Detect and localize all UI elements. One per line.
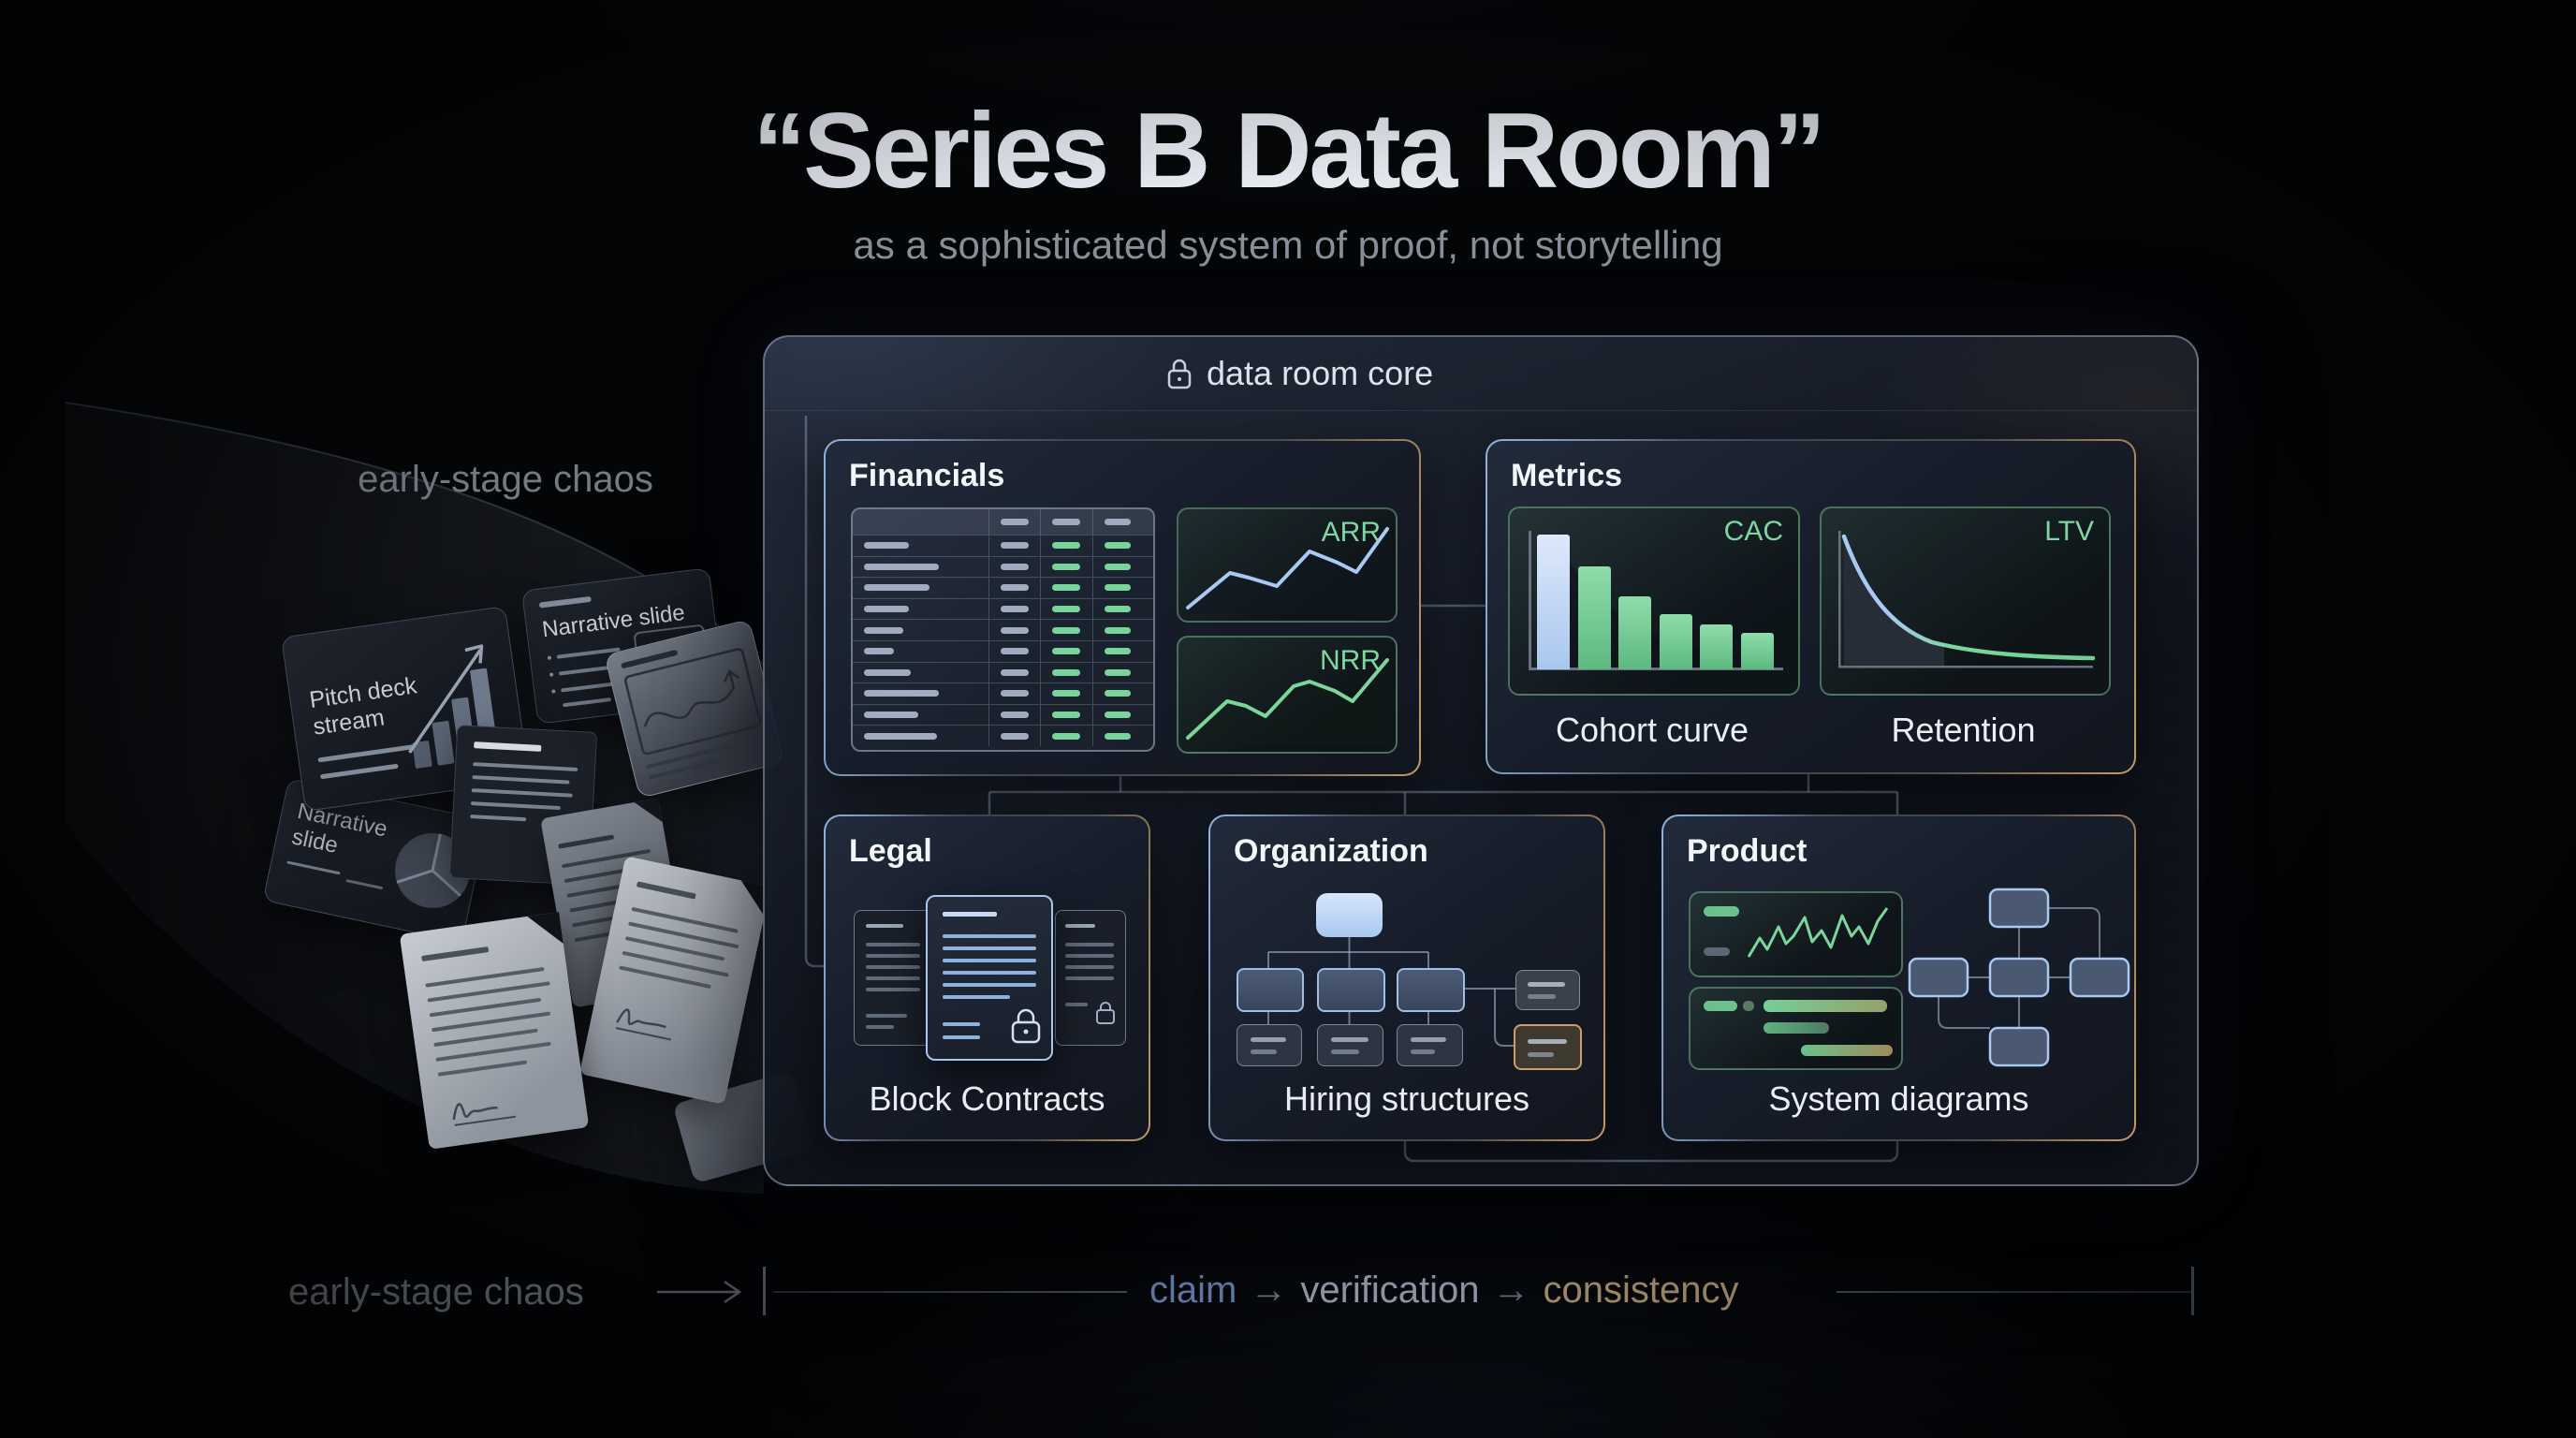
panel-header-divider (765, 410, 2197, 411)
wavy-chart-slide (604, 618, 785, 800)
product-caption: System diagrams (1768, 1079, 2029, 1118)
contract-doc-center (926, 895, 1053, 1061)
product-title: Product (1687, 833, 1808, 869)
timeline-tick-left (763, 1267, 766, 1315)
organization-title: Organization (1234, 833, 1428, 869)
timeline-step-claim: claim (1149, 1269, 1237, 1311)
system-flowchart (1908, 888, 2130, 1067)
timeline-line-right (1837, 1291, 2191, 1293)
cac-label: CAC (1723, 516, 1783, 547)
arr-chart-panel: ARR (1177, 507, 1398, 623)
arrow-right-icon (657, 1280, 742, 1304)
retention-caption: Retention (1891, 711, 2036, 749)
chaos-doc-signed-right (578, 856, 771, 1105)
wave-arrow-chart-icon (624, 648, 762, 756)
timeline-chaos-label: early-stage chaos (288, 1271, 584, 1313)
organization-card: Organization (1208, 814, 1605, 1141)
timeline-tick-right (2191, 1267, 2194, 1315)
timeline-step-verification: verification (1300, 1269, 1480, 1311)
contract-doc-right (1055, 910, 1126, 1046)
org-root-node (1316, 893, 1383, 937)
arr-label: ARR (1321, 517, 1381, 548)
ltv-decay-chart (1838, 531, 2096, 668)
legal-title: Legal (849, 833, 932, 869)
financials-title: Financials (849, 458, 1005, 493)
financials-table (851, 507, 1155, 752)
legal-card: Legal (824, 814, 1150, 1141)
chaos-doc-signed-left (399, 912, 590, 1150)
org-child-node (1397, 968, 1465, 1012)
product-card: Product (1661, 814, 2136, 1141)
panel-header: data room core (1167, 337, 1433, 410)
financials-table-header (853, 509, 1153, 535)
product-metrics-panel (1689, 891, 1903, 977)
signature-icon (452, 1103, 517, 1126)
financials-card: Financials ARR NRR (824, 439, 1421, 776)
page-title: “Series B Data Room” (753, 92, 1826, 211)
nrr-label: NRR (1320, 645, 1381, 676)
timeline-steps: claim → verification → consistency (1149, 1269, 1739, 1312)
card-connectors (804, 416, 1899, 1163)
org-amber-node (1514, 1024, 1582, 1070)
legal-caption: Block Contracts (869, 1079, 1105, 1118)
metrics-title: Metrics (1511, 458, 1623, 493)
cac-bars (1537, 535, 1774, 669)
timeline-step-consistency: consistency (1543, 1269, 1739, 1311)
org-sub-node (1237, 1024, 1302, 1066)
timeline-line-left (773, 1291, 1127, 1293)
org-sub-node (1397, 1024, 1463, 1066)
ltv-chart-panel: LTV (1820, 506, 2111, 696)
product-sparkline (1747, 907, 1889, 958)
organization-caption: Hiring structures (1283, 1079, 1530, 1118)
org-child-node (1237, 968, 1304, 1012)
nrr-chart-panel: NRR (1177, 636, 1398, 754)
lock-badge-icon (1011, 1008, 1041, 1044)
arrow-separator: → (1492, 1269, 1530, 1311)
org-grey-node (1515, 970, 1580, 1010)
financials-table-rows (853, 535, 1153, 746)
metrics-card: Metrics CAC Cohort curve LTV (1486, 439, 2136, 774)
cac-chart-panel: CAC (1508, 506, 1800, 696)
signature-icon (615, 1008, 671, 1041)
arr-line-chart (1186, 527, 1389, 614)
lock-icon (1096, 1002, 1115, 1024)
lock-icon (1167, 359, 1192, 389)
ltv-label: LTV (2044, 516, 2094, 547)
panel-header-label: data room core (1207, 354, 1434, 392)
nrr-line-chart (1186, 658, 1389, 744)
org-child-node (1317, 968, 1385, 1012)
chaos-label-top: early-stage chaos (358, 459, 653, 500)
contract-doc-left (854, 910, 934, 1046)
cohort-curve-caption: Cohort curve (1555, 711, 1749, 749)
data-room-core-panel: data room core Financials (763, 335, 2199, 1186)
page-subtitle: as a sophisticated system of proof, not … (853, 223, 1723, 267)
product-log-panel (1689, 987, 1903, 1070)
arrow-separator: → (1250, 1269, 1288, 1311)
narrative-slide-pie-title: Narrative slide (289, 798, 390, 858)
org-sub-node (1317, 1024, 1383, 1066)
